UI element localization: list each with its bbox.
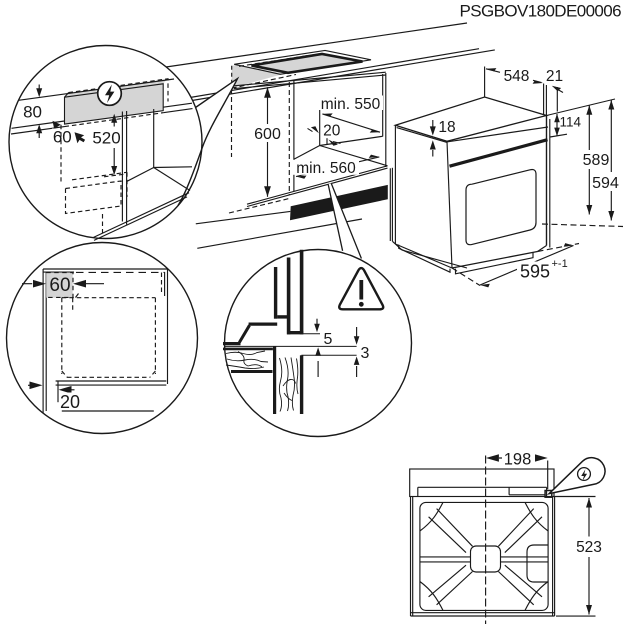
svg-text:21: 21 <box>546 68 563 85</box>
svg-text:114: 114 <box>560 115 582 130</box>
svg-text:+-1: +-1 <box>552 258 568 270</box>
svg-text:600: 600 <box>254 126 281 143</box>
svg-text:595: 595 <box>520 262 550 282</box>
svg-text:3: 3 <box>361 345 370 362</box>
svg-text:20: 20 <box>60 392 80 412</box>
svg-text:198: 198 <box>504 451 532 469</box>
svg-text:PSGBOV180DE00006: PSGBOV180DE00006 <box>460 2 622 21</box>
svg-text:5: 5 <box>324 331 333 348</box>
svg-text:80: 80 <box>23 103 42 122</box>
svg-text:548: 548 <box>504 68 530 85</box>
svg-text:60: 60 <box>53 127 72 146</box>
svg-text:min. 550: min. 550 <box>321 96 381 113</box>
svg-text:520: 520 <box>92 128 120 147</box>
svg-text:min. 560: min. 560 <box>296 160 356 177</box>
svg-text:20: 20 <box>323 123 341 140</box>
svg-text:60: 60 <box>49 275 70 296</box>
svg-text:523: 523 <box>576 539 602 556</box>
svg-text:594: 594 <box>592 175 619 192</box>
svg-text:589: 589 <box>583 152 610 169</box>
svg-text:18: 18 <box>438 119 455 136</box>
